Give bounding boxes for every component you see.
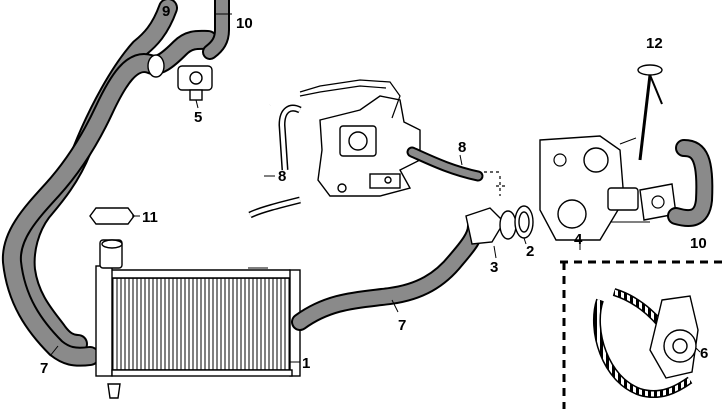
water-pump-body [539, 135, 639, 241]
bypass-tube-right [248, 104, 302, 219]
o-ring [514, 205, 534, 239]
filler-cap [89, 207, 135, 249]
callout-heater-hose-right: 10 [236, 15, 253, 32]
pump-on-belt [649, 295, 699, 379]
leader-lines [49, 13, 701, 363]
callout-heater-hose-bottom-right: 10 [690, 235, 707, 252]
callout-bypass-hose-right: 8 [458, 139, 466, 156]
heater-hose-short [1, 29, 218, 367]
drain-plug [107, 383, 121, 399]
heater-tap [147, 54, 213, 101]
callout-heater-hose-top: 9 [162, 3, 170, 20]
callout-o-ring: 2 [526, 243, 534, 260]
temperature-sender [637, 64, 663, 161]
heater-hose-up [202, 0, 230, 60]
callout-pump-on-belt: 6 [700, 345, 708, 362]
callout-heater-tap: 5 [194, 109, 202, 126]
callout-lower-hose-right: 7 [398, 317, 406, 334]
inset-frame [560, 260, 723, 409]
callout-thermostat-housing: 3 [490, 259, 498, 276]
callout-temperature-sender: 12 [646, 35, 663, 52]
callout-bypass-hose-left: 8 [278, 168, 286, 185]
callout-radiator: 1 [302, 355, 310, 372]
callout-water-pump-body: 4 [574, 231, 583, 248]
bolts [248, 137, 650, 269]
callout-lower-hose-left: 7 [40, 360, 48, 377]
heater-hose-right [667, 139, 714, 227]
thermostat-housing [465, 207, 517, 245]
bypass-hose-right [406, 146, 506, 196]
radiator [95, 239, 301, 377]
carburettor-assembly [299, 79, 421, 197]
lower-hose [291, 217, 485, 331]
callout-filler-cap: 11 [142, 209, 158, 226]
